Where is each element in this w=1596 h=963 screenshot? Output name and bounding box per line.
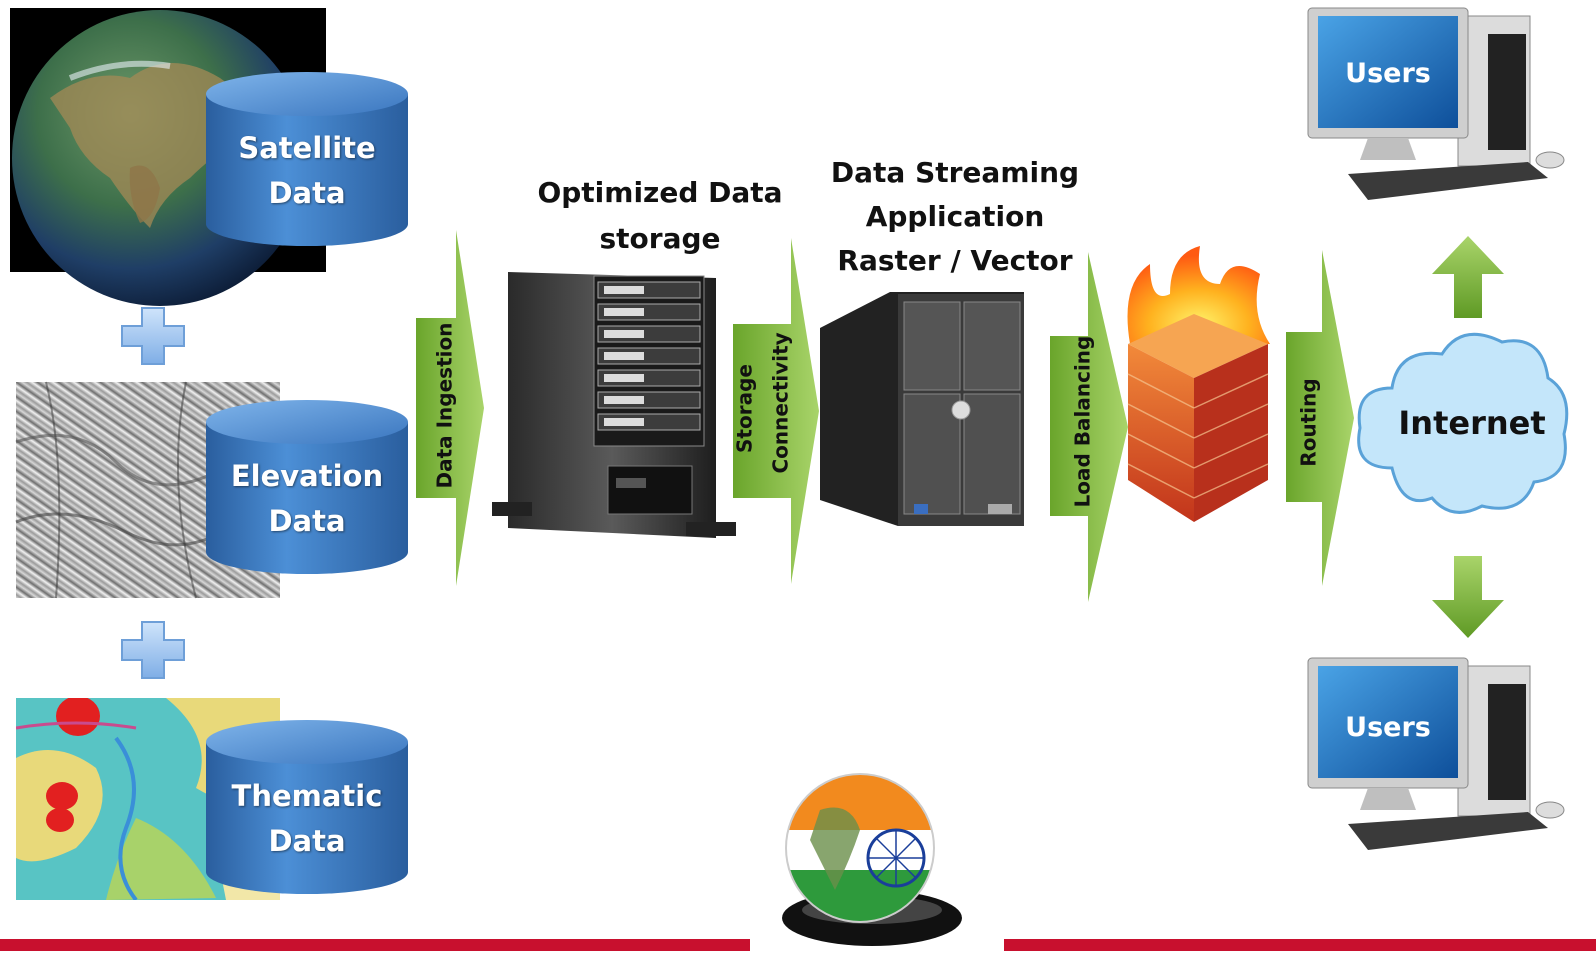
routing-label: Routing	[1296, 378, 1321, 467]
elevation-data-cylinder: Elevation Data	[204, 400, 410, 576]
thematic-data-label-line1: Thematic	[231, 779, 383, 813]
load-balancing-label: Load Balancing	[1070, 335, 1095, 508]
users-top-label: Users	[1345, 58, 1431, 89]
desktop-computer-icon	[1307, 7, 1565, 200]
load-balancing-arrow	[1050, 252, 1128, 602]
data-ingestion-arrow	[416, 230, 484, 586]
users-computer-bottom: Users	[1307, 654, 1570, 858]
desktop-computer-icon	[1307, 657, 1565, 850]
thematic-data-label-line2: Data	[268, 824, 346, 858]
storage-title-line1: Optimized Data	[537, 176, 783, 209]
footer-bar-left	[0, 939, 750, 951]
bhuvan-logo	[780, 770, 966, 950]
bhuvan-globe-logo-icon	[782, 773, 962, 946]
arrow-up-icon	[1432, 236, 1504, 318]
satellite-data-label-line2: Data	[268, 176, 346, 210]
satellite-data-cylinder: Satellite Data	[204, 72, 410, 248]
streaming-title-line3: Raster / Vector	[837, 244, 1073, 277]
elevation-data-label-line2: Data	[268, 504, 346, 538]
streaming-server-icon	[820, 292, 1024, 526]
storage-title-line2: storage	[599, 222, 721, 255]
footer-bar-right	[1004, 939, 1596, 951]
users-bottom-label: Users	[1345, 712, 1431, 743]
internet-cloud-icon	[1357, 332, 1569, 514]
database-cylinder-icon	[206, 720, 408, 894]
plus-icon	[121, 307, 185, 365]
arrow-down-icon	[1432, 556, 1504, 638]
satellite-data-label-line1: Satellite	[238, 131, 376, 165]
users-computer-top: Users	[1307, 4, 1570, 208]
elevation-data-label-line1: Elevation	[230, 459, 384, 493]
database-cylinder-icon	[206, 72, 408, 246]
streaming-title-line2: Application	[865, 200, 1045, 233]
storage-server-icon	[492, 272, 736, 538]
database-cylinder-icon	[206, 400, 408, 574]
data-ingestion-label: Data Ingestion	[432, 322, 457, 489]
thematic-data-cylinder: Thematic Data	[204, 720, 410, 896]
connectivity-label: Connectivity	[768, 332, 793, 474]
routing-arrow	[1286, 250, 1354, 586]
storage-connectivity-arrow	[733, 238, 819, 584]
firewall-icon	[1127, 246, 1270, 522]
streaming-title-line1: Data Streaming	[830, 156, 1080, 189]
plus-icon	[121, 621, 185, 679]
internet-label: Internet	[1398, 404, 1546, 442]
